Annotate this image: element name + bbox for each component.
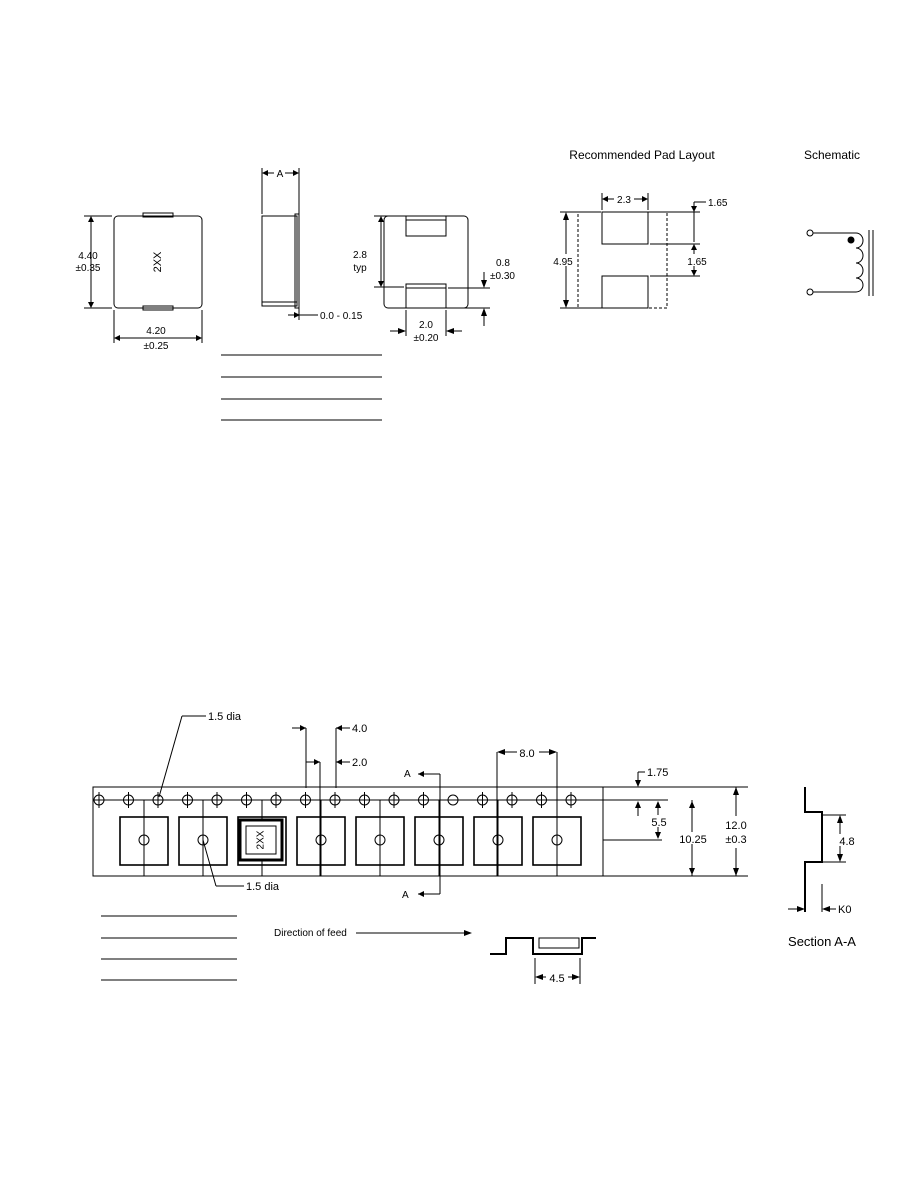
height-dim: 4.40 (78, 251, 98, 262)
direction-label: Direction of feed (274, 928, 347, 939)
pad-layout-total: 4.95 (553, 257, 573, 268)
top-view: 2XX 4.40 ±0.35 4.20 ±0.25 (76, 212, 203, 352)
pad-layout: Recommended Pad Layout 2.3 4.95 1.65 1.6… (550, 148, 728, 309)
pocket-marking: 2XX (256, 830, 267, 849)
half-pitch: 2.0 (352, 757, 367, 769)
revision-lines-top (221, 354, 382, 421)
pad-width-tol: ±0.20 (414, 333, 439, 344)
pad-layout-title: Recommended Pad Layout (569, 148, 715, 162)
pad-layout-gap: 1.65 (687, 257, 707, 268)
pad-len-dim: 0.8 (496, 258, 510, 269)
pad-layout-pad-h: 1.65 (708, 198, 728, 209)
tape-width: 12.0 (725, 820, 746, 832)
pocket-pitch: 8.0 (519, 748, 534, 760)
pocket-depth: 4.8 (839, 836, 854, 848)
hole-dia-top: 1.5 dia (208, 711, 242, 723)
pad-width-dim: 2.0 (419, 320, 433, 331)
sprocket-hole (447, 794, 459, 806)
k0-label: K0 (838, 904, 851, 916)
section-a-a: 4.8 K0 Section A-A (788, 787, 856, 949)
bottom-view: 2.8 typ 0.8 ±0.30 2.0 ±0.20 (350, 215, 515, 344)
edge-to-hole: 1.75 (647, 767, 668, 779)
height-tol: ±0.35 (76, 263, 101, 274)
revision-lines-bottom (101, 915, 237, 981)
tape-drawing: 2XX 1.5 dia 1.5 dia 4.0 2.0 A A (92, 711, 752, 901)
tape-width-tol: ±0.3 (725, 834, 746, 846)
pad-layout-width: 2.3 (617, 195, 631, 206)
edge-to-pocket: 10.25 (679, 834, 707, 846)
pad-pitch-dim: 2.8 (353, 250, 367, 261)
pad-len-tol: ±0.30 (490, 271, 515, 282)
side-view: A 0.0 - 0.15 (261, 167, 363, 322)
schematic: Schematic (804, 148, 874, 296)
tape-pockets (119, 800, 582, 876)
sprocket-pitch: 4.0 (352, 723, 367, 735)
feed-direction: Direction of feed (274, 928, 472, 939)
section-marker-bottom: A (402, 890, 409, 901)
width-dim: 4.20 (146, 326, 166, 337)
part-marking: 2XX (152, 251, 164, 272)
hole-to-center: 5.5 (651, 817, 666, 829)
section-title: Section A-A (788, 934, 856, 949)
hole-dia-bottom: 1.5 dia (246, 881, 280, 893)
pad-pitch-note: typ (353, 263, 367, 274)
side-a-label: A (277, 169, 284, 180)
section-marker-top: A (404, 769, 411, 780)
schematic-title: Schematic (804, 148, 860, 162)
pocket-profile: 4.5 (490, 937, 596, 985)
pocket-width: 4.5 (549, 973, 564, 985)
standoff-dim: 0.0 - 0.15 (320, 311, 363, 322)
width-tol: ±0.25 (144, 341, 169, 352)
sprocket-holes (93, 792, 577, 808)
